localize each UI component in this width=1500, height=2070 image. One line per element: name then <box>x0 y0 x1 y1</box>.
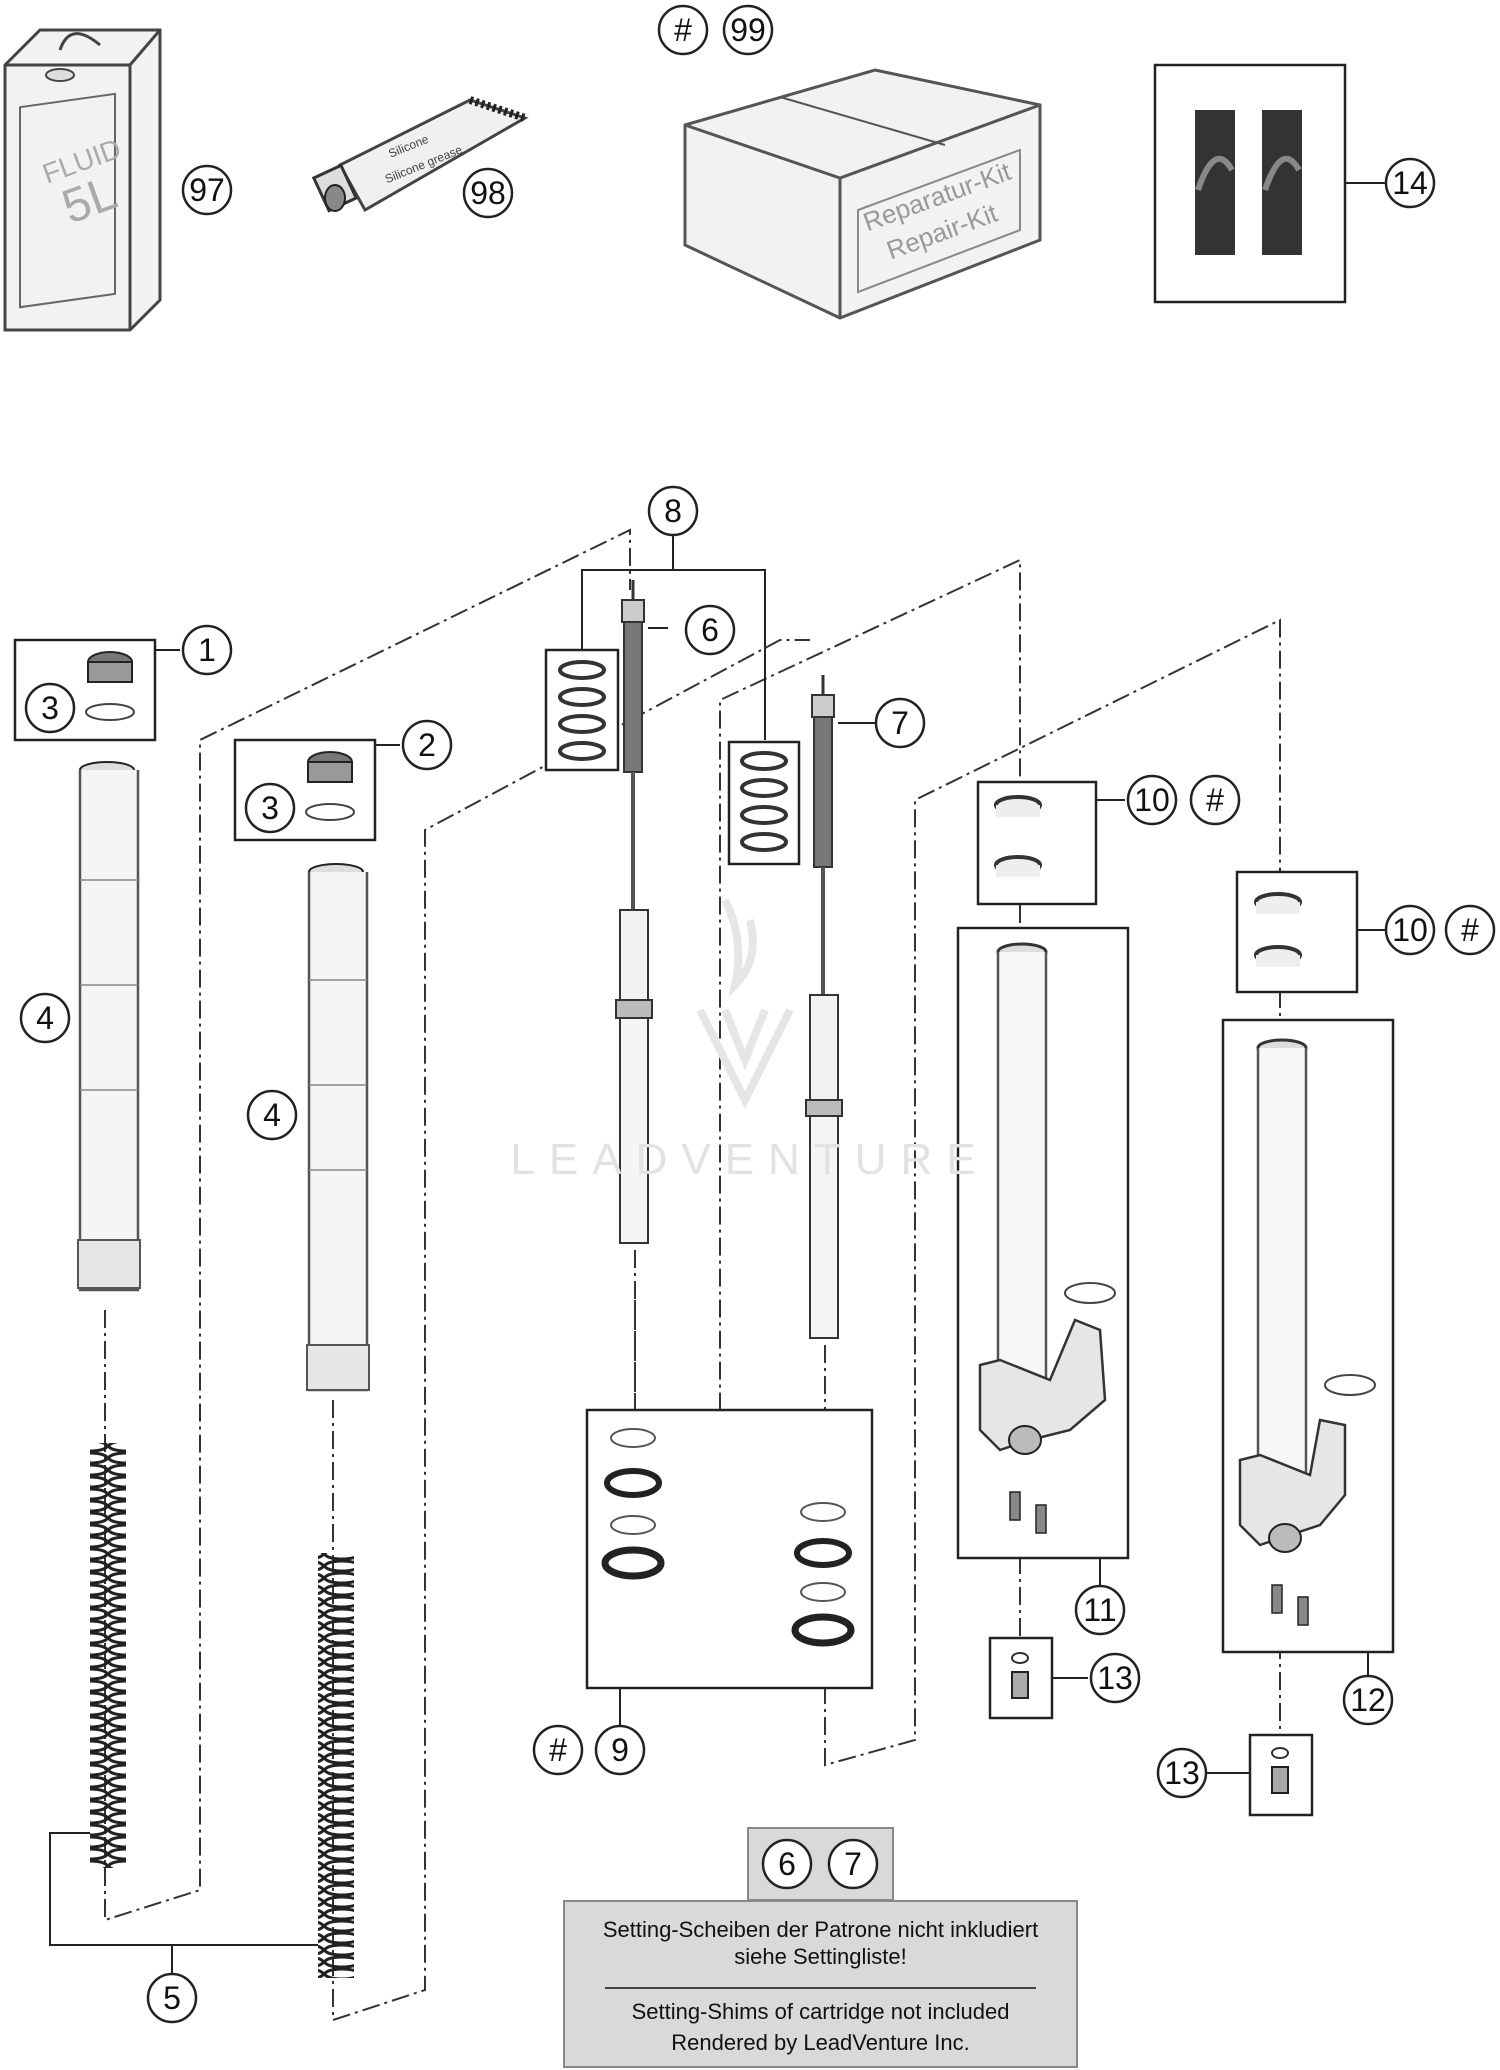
svg-text:7: 7 <box>844 1846 862 1882</box>
callout-8[interactable]: 8 <box>647 485 699 537</box>
fork-oil-can: FLUID 5L <box>3 28 162 332</box>
svg-text:8: 8 <box>664 493 682 529</box>
svg-text:98: 98 <box>470 175 506 211</box>
svg-text:2: 2 <box>418 727 436 763</box>
callout-98[interactable]: 98 <box>462 167 514 219</box>
callout-9[interactable]: 9 <box>594 1724 646 1776</box>
svg-text:5: 5 <box>163 1980 181 2016</box>
svg-text:6: 6 <box>701 612 719 648</box>
callout-1[interactable]: 1 <box>181 624 233 676</box>
repair-kit-box: Reparatur-Kit Repair-Kit <box>683 68 1042 320</box>
svg-text:99: 99 <box>730 12 766 48</box>
note-de-line2: siehe Settingliste! <box>734 1944 907 1969</box>
note-callout-6[interactable]: 6 <box>761 1838 813 1890</box>
axle-screw-left <box>988 1636 1088 1720</box>
svg-text:#: # <box>1206 782 1224 818</box>
note-divider <box>605 1987 1036 1989</box>
outer-tube-right <box>306 863 370 1392</box>
watermark-text: LEADVENTURE <box>510 1135 990 1184</box>
svg-text:7: 7 <box>891 705 909 741</box>
svg-text:3: 3 <box>261 790 279 826</box>
svg-text:10: 10 <box>1392 912 1428 948</box>
callout-10-left-hash[interactable]: # <box>1189 774 1241 826</box>
callout-99-hash[interactable]: # <box>657 4 709 56</box>
svg-text:1: 1 <box>198 632 216 668</box>
svg-text:#: # <box>674 12 692 48</box>
callout-13-right[interactable]: 13 <box>1156 1747 1208 1799</box>
callout-14[interactable]: 14 <box>1384 157 1436 209</box>
callout-2[interactable]: 2 <box>401 719 453 771</box>
axle-screw-right <box>1205 1733 1314 1817</box>
watermark-logo <box>696 898 794 1109</box>
callout-3-right[interactable]: 3 <box>244 782 296 834</box>
callout-4-left[interactable]: 4 <box>19 992 71 1044</box>
svg-text:13: 13 <box>1097 1660 1133 1696</box>
svg-text:10: 10 <box>1134 782 1170 818</box>
callout-7[interactable]: 7 <box>874 697 926 749</box>
callout-10-right[interactable]: 10 <box>1384 904 1436 956</box>
svg-text:4: 4 <box>36 1000 54 1036</box>
fork-seal-kit <box>585 1408 874 1725</box>
svg-text:9: 9 <box>611 1732 629 1768</box>
callout-10-left[interactable]: 10 <box>1126 774 1178 826</box>
callout-12[interactable]: 12 <box>1342 1674 1394 1726</box>
callout-9-hash[interactable]: # <box>532 1724 584 1776</box>
callout-6[interactable]: 6 <box>684 604 736 656</box>
rendered-credit: Rendered by LeadVenture Inc. <box>671 2030 970 2055</box>
fork-springs <box>49 1443 354 1978</box>
svg-text:#: # <box>1461 912 1479 948</box>
inner-tube-right <box>1221 1018 1395 1675</box>
callout-4-right[interactable]: 4 <box>246 1089 298 1141</box>
callout-97[interactable]: 97 <box>181 164 233 216</box>
svg-text:6: 6 <box>778 1846 796 1882</box>
damping-cartridge-left <box>615 580 668 1244</box>
note-german: Setting-Scheiben der Patrone nicht inklu… <box>565 1916 1076 1970</box>
callout-10-right-hash[interactable]: # <box>1444 904 1496 956</box>
callout-3-left[interactable]: 3 <box>24 682 76 734</box>
svg-text:3: 3 <box>41 690 59 726</box>
svg-text:97: 97 <box>189 172 225 208</box>
callout-13-left[interactable]: 13 <box>1089 1652 1141 1704</box>
svg-text:#: # <box>549 1732 567 1768</box>
guide-bushings-left <box>976 780 1125 906</box>
decal-sheet <box>1153 63 1385 304</box>
callout-11[interactable]: 11 <box>1074 1584 1126 1636</box>
inner-tube-left <box>956 926 1130 1585</box>
note-en-line1: Setting-Shims of cartridge not included <box>631 1999 1010 2024</box>
setting-shims-note: Setting-Scheiben der Patrone nicht inklu… <box>563 1900 1078 2068</box>
callout-5[interactable]: 5 <box>146 1972 198 2024</box>
note-callout-7[interactable]: 7 <box>827 1838 879 1890</box>
note-de-line1: Setting-Scheiben der Patrone nicht inklu… <box>602 1917 1039 1942</box>
setting-shims-left <box>544 648 620 772</box>
svg-text:4: 4 <box>263 1097 281 1133</box>
svg-text:12: 12 <box>1350 1682 1386 1718</box>
callout-99[interactable]: 99 <box>722 4 774 56</box>
cartridge-group-bracket <box>581 536 766 740</box>
svg-text:11: 11 <box>1083 1592 1116 1628</box>
svg-text:14: 14 <box>1392 165 1428 201</box>
setting-shims-right <box>727 740 801 866</box>
guide-bushings-right <box>1235 870 1385 994</box>
svg-text:13: 13 <box>1164 1755 1200 1791</box>
damping-cartridge-right <box>805 675 875 1339</box>
outer-tube-left <box>77 761 141 1292</box>
